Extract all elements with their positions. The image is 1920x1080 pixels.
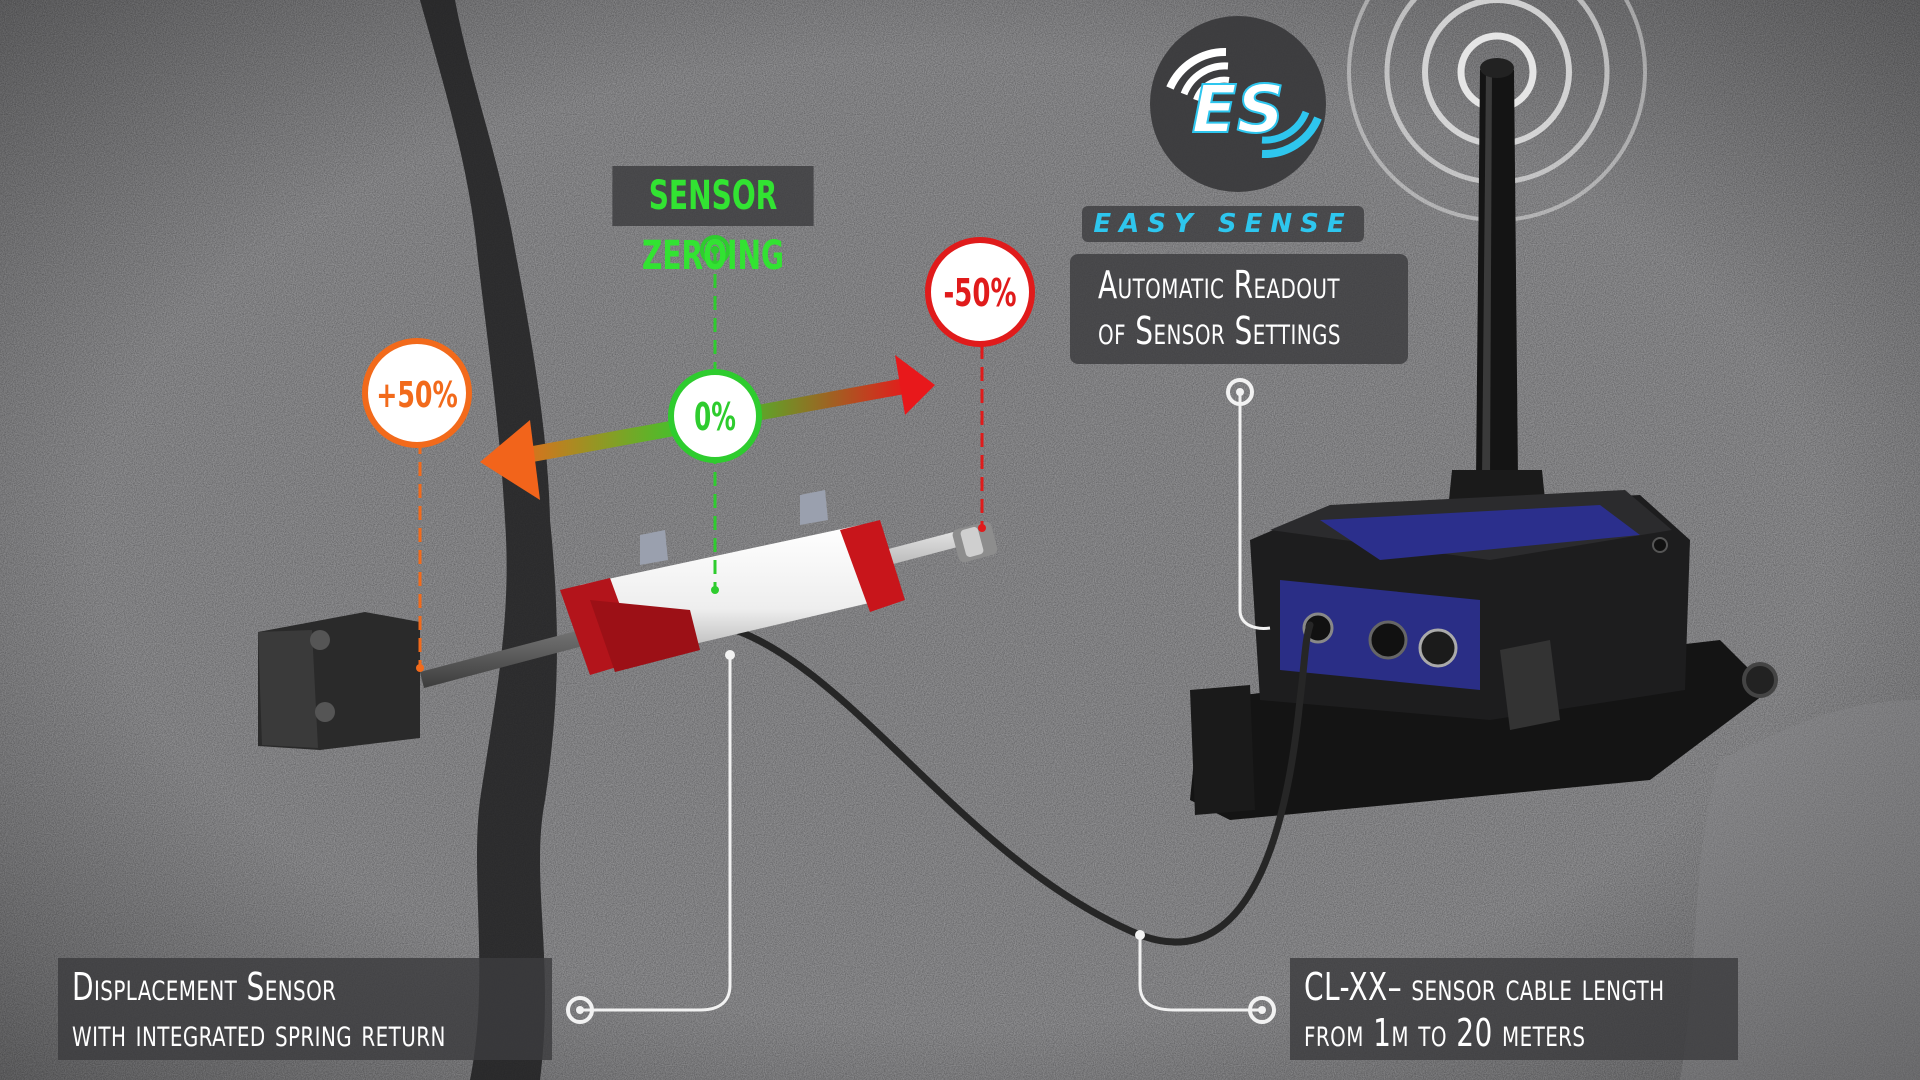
data-logger-device [1190, 490, 1778, 820]
readout-line-1: Automatic Readout [1098, 263, 1340, 307]
displacement-sensor [560, 490, 905, 675]
cable-target-icon [1248, 996, 1276, 1024]
cable-length-label: CL-XX– sensor cable length from 1m to 20… [1290, 958, 1738, 1060]
readout-connector-line [1238, 392, 1271, 630]
logo-text: ES [1192, 71, 1285, 148]
readout-target-icon [1226, 378, 1254, 406]
displacement-connector-line [580, 655, 732, 1012]
cable-line-1: CL-XX– sensor cable length [1304, 965, 1665, 1009]
zero-target-icon [700, 235, 730, 265]
displacement-line-1: Displacement Sensor [72, 965, 337, 1009]
cable-line-2: from 1m to 20 meters [1304, 1011, 1586, 1055]
sensor-zeroing-title: SENSOR ZEROING [612, 166, 814, 279]
mounting-bracket [258, 612, 420, 750]
displacement-target-icon [566, 996, 594, 1024]
badge-zero: 0% [668, 369, 762, 463]
sensor-zeroing-label: SENSOR ZEROING [642, 173, 784, 279]
sensor-cable [716, 621, 1314, 946]
badge-minus: -50% [925, 237, 1035, 347]
asphalt-crack [420, 0, 557, 1080]
automatic-readout-label: Automatic Readout of Sensor Settings [1070, 254, 1408, 364]
badge-plus: +50% [362, 338, 472, 448]
badge-zero-text: 0% [694, 394, 736, 439]
easy-sense-logo: ES [1150, 16, 1326, 192]
cable-connector-line [1138, 935, 1260, 1012]
displacement-sensor-label: Displacement Sensor with integrated spri… [58, 958, 552, 1060]
readout-line-2: of Sensor Settings [1098, 309, 1341, 353]
displacement-line-2: with integrated spring return [72, 1011, 446, 1055]
badge-plus-text: +50% [376, 374, 458, 416]
badge-minus-text: -50% [944, 271, 1017, 315]
brand-name: EASY SENSE [1082, 206, 1364, 242]
